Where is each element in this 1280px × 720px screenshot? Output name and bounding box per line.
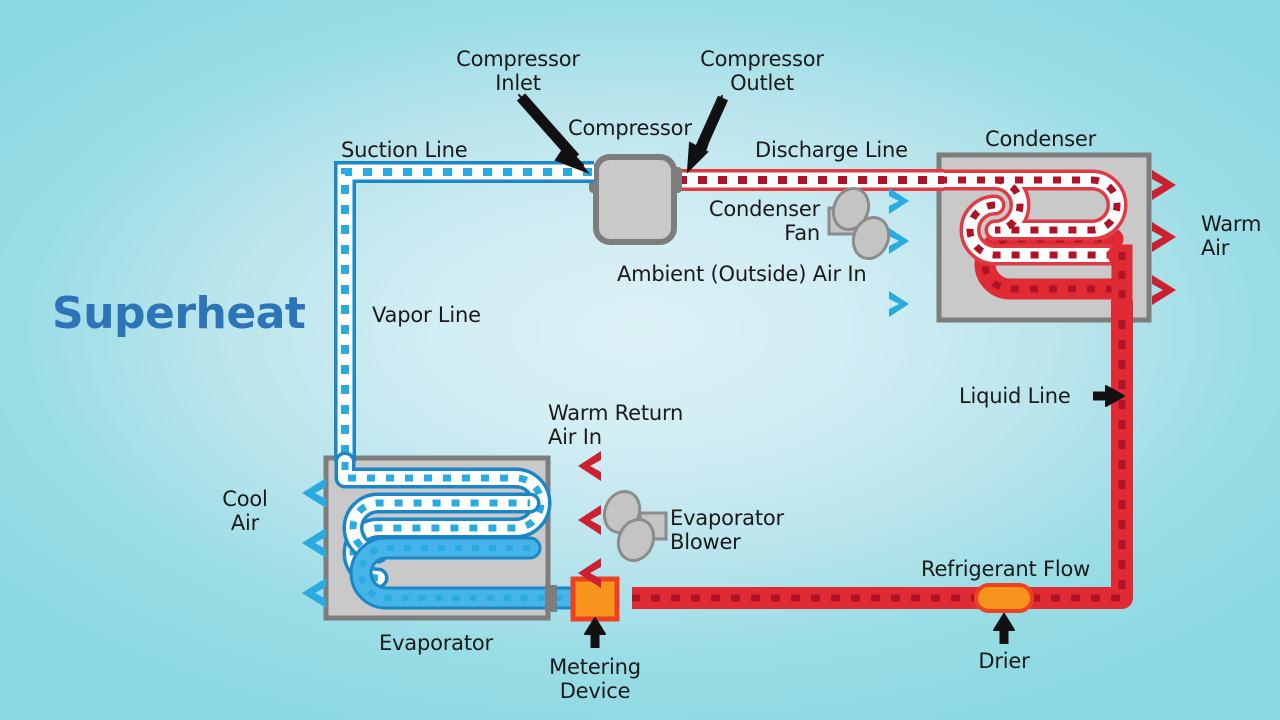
cool-air-arrows: [302, 478, 326, 608]
label-liquid-line: Liquid Line: [959, 384, 1071, 408]
label-ambient-air-in: Ambient (Outside) Air In: [617, 262, 867, 286]
condenser-coil-gas: [928, 169, 1128, 241]
label-suction-line: Suction Line: [341, 138, 468, 162]
label-metering-device: Metering Device: [549, 655, 641, 703]
condenser-coil-transition: [959, 194, 1129, 266]
drier-filter: [974, 583, 1034, 613]
label-discharge-line: Discharge Line: [755, 138, 908, 162]
warm-air-arrows: [1152, 170, 1176, 305]
evaporator-blower-icon: [602, 490, 668, 562]
metering-device-valve: [570, 576, 620, 622]
evaporator-coil-liquid: [349, 536, 590, 610]
label-condenser-fan: Condenser Fan: [708, 197, 820, 245]
evaporator-outlet-collar: [545, 585, 557, 612]
label-refrigerant-flow: Refrigerant Flow: [921, 557, 1091, 581]
condenser-coil-bend: [1107, 244, 1133, 300]
label-compressor: Compressor: [568, 116, 692, 140]
pointer-arrows: [516, 93, 1125, 648]
compressor-unit: [589, 154, 682, 245]
label-vapor-line: Vapor Line: [372, 303, 481, 327]
label-compressor-inlet: Compressor Inlet: [456, 47, 580, 95]
label-warm-return-air-in: Warm Return Air In: [548, 401, 684, 449]
label-condenser: Condenser: [985, 127, 1097, 151]
label-cool-air: Cool Air: [222, 487, 268, 535]
label-warm-air: Warm Air: [1201, 212, 1262, 260]
ambient-air-arrows: [889, 188, 909, 317]
page-title: Superheat: [52, 288, 306, 339]
label-drier: Drier: [978, 649, 1030, 673]
liquid-line-pipe: [632, 300, 1133, 609]
label-evaporator-blower: Evaporator Blower: [670, 506, 784, 554]
suction-vapor-line-pipe: [334, 161, 594, 462]
label-evaporator: Evaporator: [379, 631, 493, 655]
warm-return-air-arrows: [578, 451, 601, 588]
condenser-fan-icon: [827, 187, 891, 260]
label-compressor-outlet: Compressor Outlet: [700, 47, 824, 95]
